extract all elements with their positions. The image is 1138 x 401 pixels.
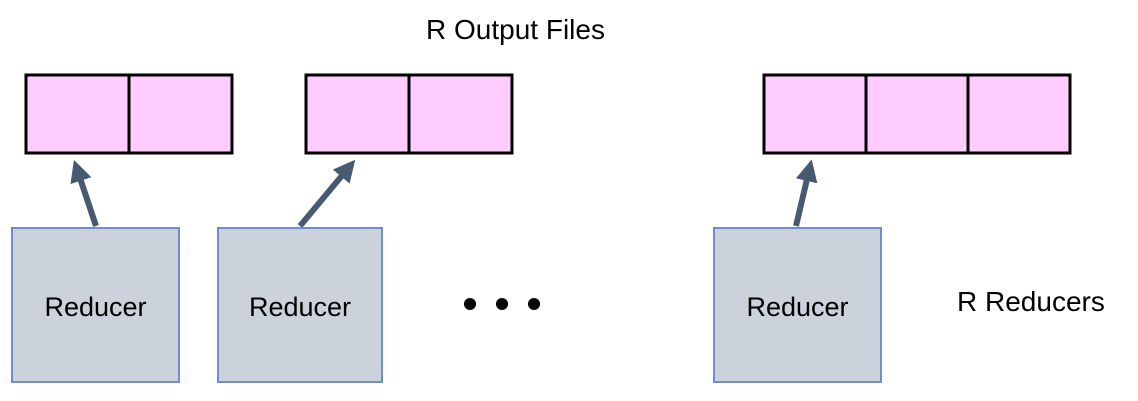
output-arrow xyxy=(70,159,99,227)
reducer-box xyxy=(217,227,383,383)
reducer-label: Reducer xyxy=(746,292,848,322)
output-file-cell xyxy=(304,73,411,155)
ellipsis-indicator xyxy=(458,290,548,318)
reducer-label: Reducer xyxy=(249,292,351,322)
reducer-label: Reducer xyxy=(44,292,146,322)
output-files xyxy=(762,73,1072,155)
ellipsis-dot xyxy=(464,298,476,310)
ellipsis-dot xyxy=(528,298,540,310)
ellipsis-dot xyxy=(496,298,508,310)
reducers-label: R Reducers xyxy=(957,286,1105,317)
output-files xyxy=(304,73,514,155)
reducer-box xyxy=(11,227,180,383)
reducer-group: Reducer xyxy=(11,73,234,383)
output-arrow xyxy=(297,159,356,228)
output-file-cell xyxy=(762,73,868,155)
output-files xyxy=(24,73,234,155)
reducer-group: Reducer xyxy=(713,73,1072,383)
output-file-cell xyxy=(407,73,514,155)
output-file-cell xyxy=(966,73,1072,155)
output-file-cell xyxy=(24,73,131,155)
output-file-cell xyxy=(127,73,234,155)
reducer-box xyxy=(713,227,882,383)
reducer-group: Reducer xyxy=(217,73,514,383)
output-files-title: R Output Files xyxy=(426,14,605,45)
output-arrow xyxy=(793,159,818,227)
output-file-cell xyxy=(864,73,970,155)
